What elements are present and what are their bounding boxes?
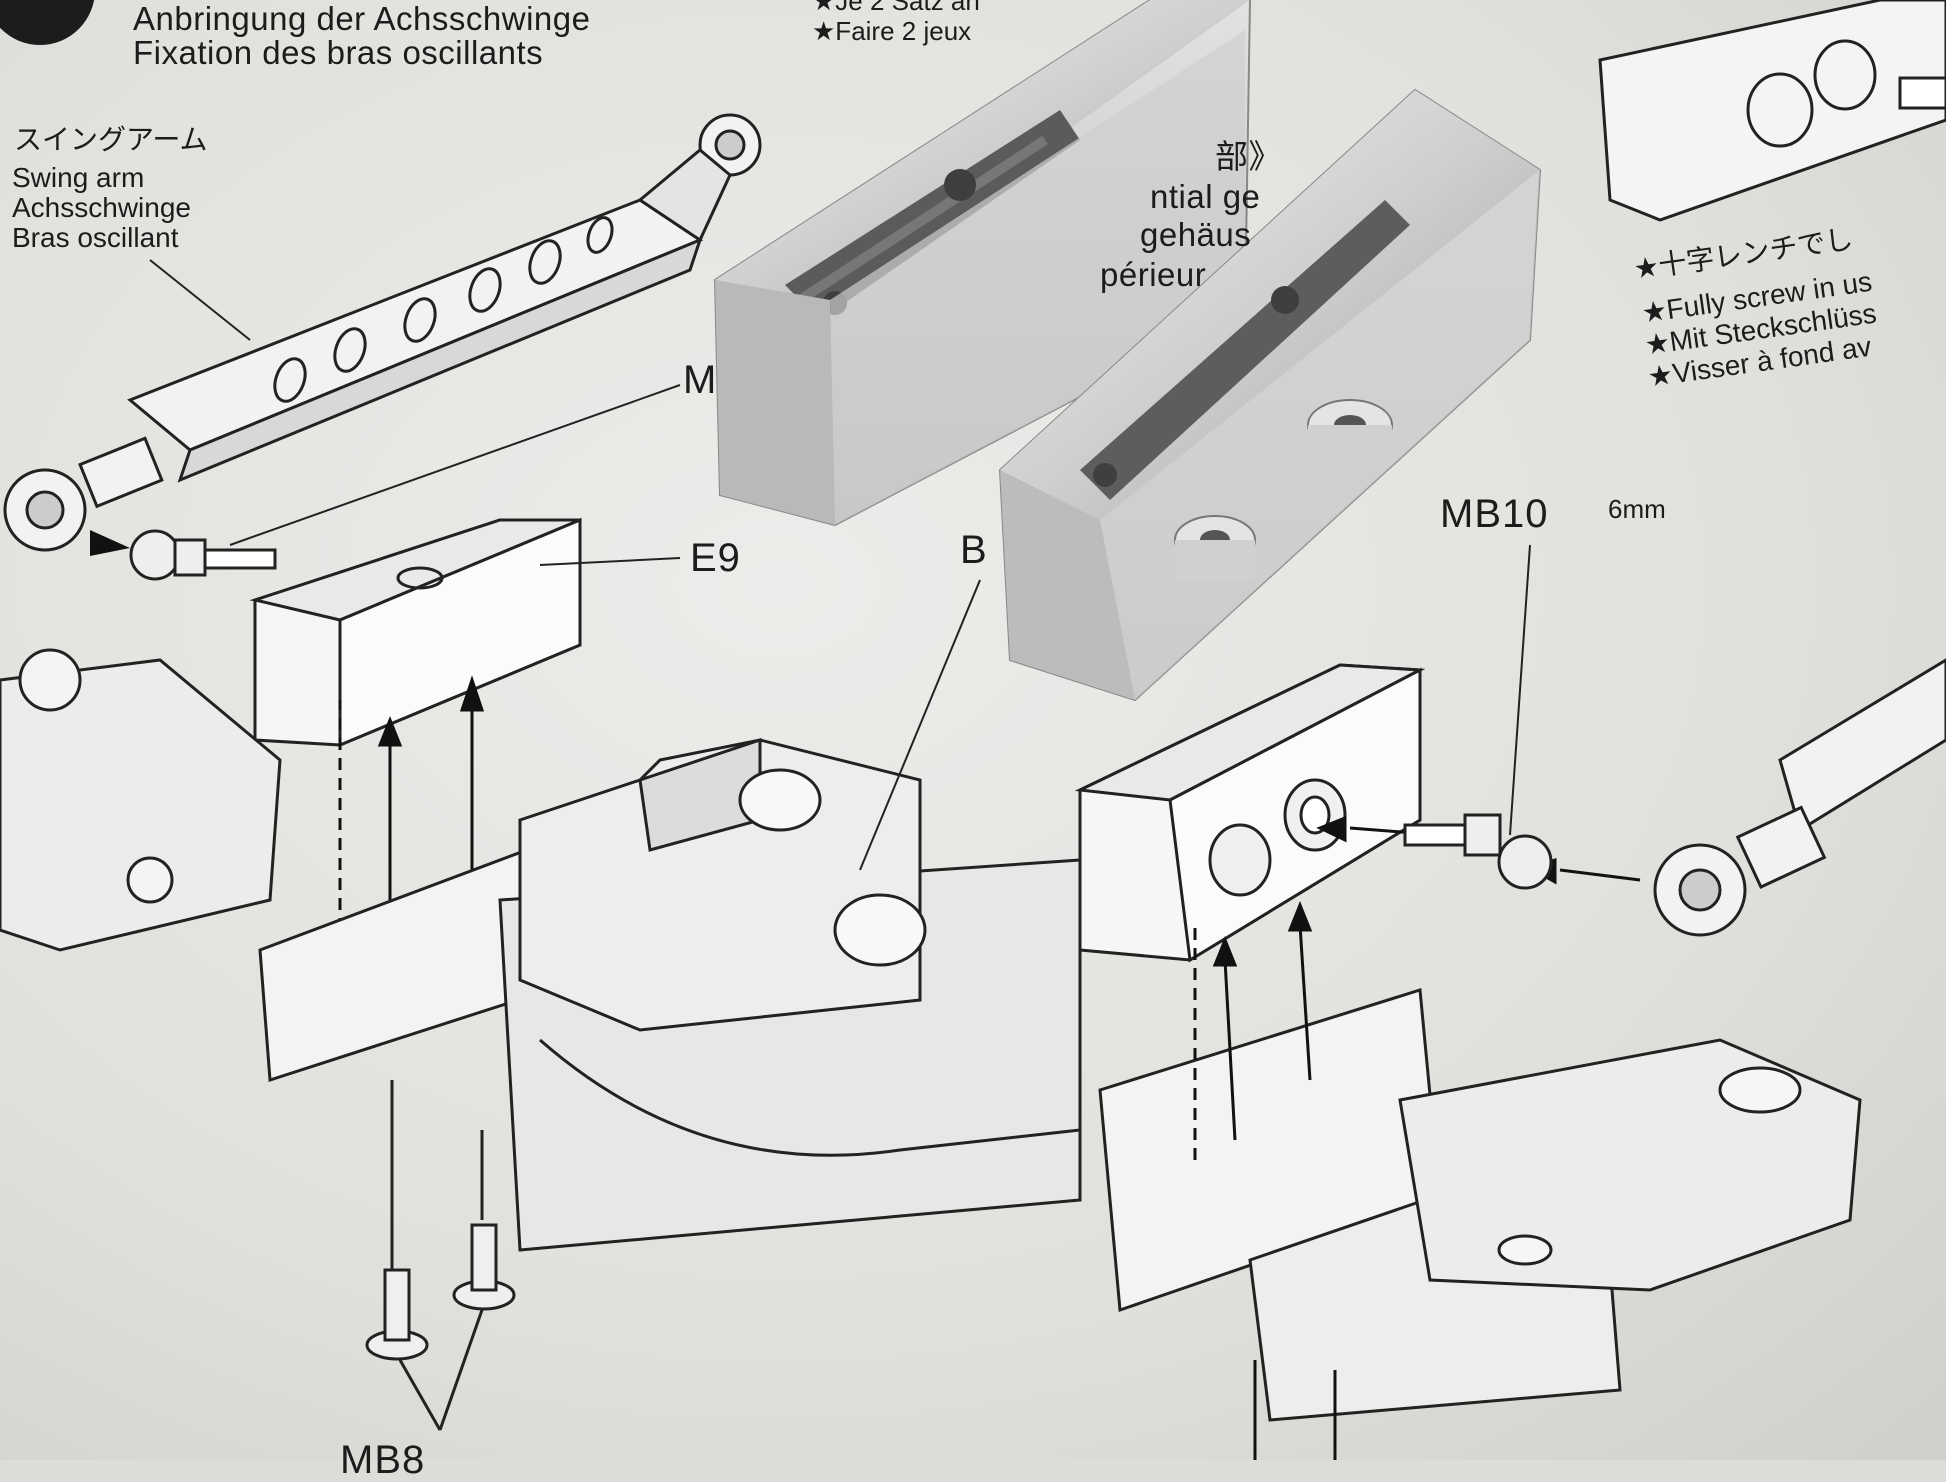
ball-stud-left bbox=[90, 529, 277, 581]
part-label-mb-bottom: MB8 bbox=[340, 1438, 426, 1482]
swing-arm-label-jp: スイングアーム bbox=[14, 123, 208, 156]
swing-arm-label-en: Swing arm bbox=[12, 162, 145, 193]
e9-leader bbox=[539, 557, 681, 566]
part-label-b: B bbox=[960, 528, 988, 572]
swing-arm-right bbox=[1653, 658, 1946, 937]
header-title-fr: Fixation des bras oscillants bbox=[133, 34, 544, 71]
swing-arm-label-fr: Bras oscillant bbox=[12, 222, 179, 253]
e9-block-right bbox=[1074, 663, 1426, 963]
header-note-de: ★Je 2 Satz an bbox=[812, 0, 980, 16]
partial-text-gehause: gehäus bbox=[1140, 216, 1252, 253]
b-leader bbox=[859, 579, 981, 871]
mb10-ball-stud bbox=[1403, 813, 1553, 890]
part-label-m: M bbox=[683, 358, 718, 402]
partial-text-superieur: périeur bbox=[1100, 256, 1207, 293]
assembly-arrows-right bbox=[1193, 815, 1641, 1460]
screws-bottom-left bbox=[365, 1080, 516, 1431]
assembly-arrows-left bbox=[338, 675, 485, 930]
mb10-leader bbox=[1509, 544, 1531, 836]
swing-arm-label-de: Achsschwinge bbox=[12, 192, 191, 223]
partial-text-bracket: 部》 bbox=[1215, 137, 1282, 176]
aluminum-block-right-photo bbox=[998, 88, 1542, 702]
header-note-fr: ★Faire 2 jeux bbox=[812, 16, 972, 46]
header-title-de: Anbringung der Achsschwinge bbox=[133, 0, 591, 37]
step-number-circle bbox=[0, 0, 95, 45]
e9-block-left bbox=[249, 517, 582, 748]
m-leader bbox=[229, 384, 681, 546]
partial-text-differential: ntial ge bbox=[1150, 178, 1261, 215]
swing-arm-top-left bbox=[3, 113, 762, 552]
aluminum-block-left-photo bbox=[713, 0, 1252, 527]
part-label-mb10: MB10 bbox=[1440, 492, 1549, 536]
chassis-frame bbox=[0, 648, 1862, 1422]
part-label-e9: E9 bbox=[690, 536, 741, 580]
part-label-mb10-size: 6mm bbox=[1608, 494, 1666, 524]
swing-arm-leader bbox=[149, 259, 251, 341]
top-right-block-drawing bbox=[1598, 0, 1946, 222]
